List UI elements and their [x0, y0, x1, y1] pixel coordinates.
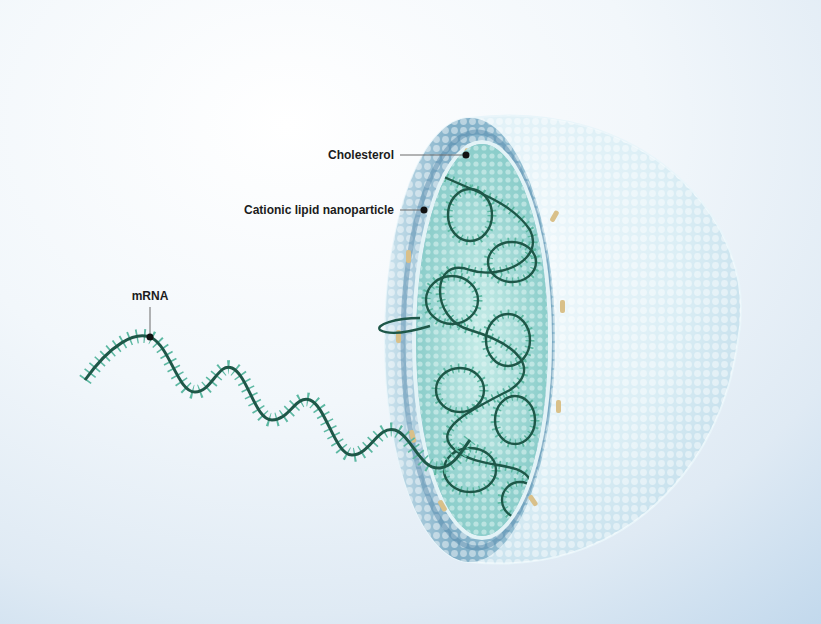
- part-label: Cationic lipid nanoparticle: [244, 203, 394, 217]
- mrna-loop-out: [379, 318, 430, 333]
- particle-core: [416, 144, 548, 536]
- leader-lines: [147, 152, 470, 341]
- particle-shell: [385, 115, 741, 563]
- bilayer-texture: [385, 118, 555, 562]
- bilayer-ring: [385, 118, 555, 562]
- part-label: mRNA: [132, 289, 169, 303]
- bilayer-inner-layer: [403, 132, 551, 548]
- core-texture: [416, 144, 548, 536]
- mrna-rungs: [85, 336, 470, 468]
- mrna-backbone: [85, 336, 470, 468]
- part-label: Cholesterol: [328, 148, 394, 162]
- shell-texture: [385, 115, 741, 563]
- bilayer-inner-edge: [414, 142, 550, 538]
